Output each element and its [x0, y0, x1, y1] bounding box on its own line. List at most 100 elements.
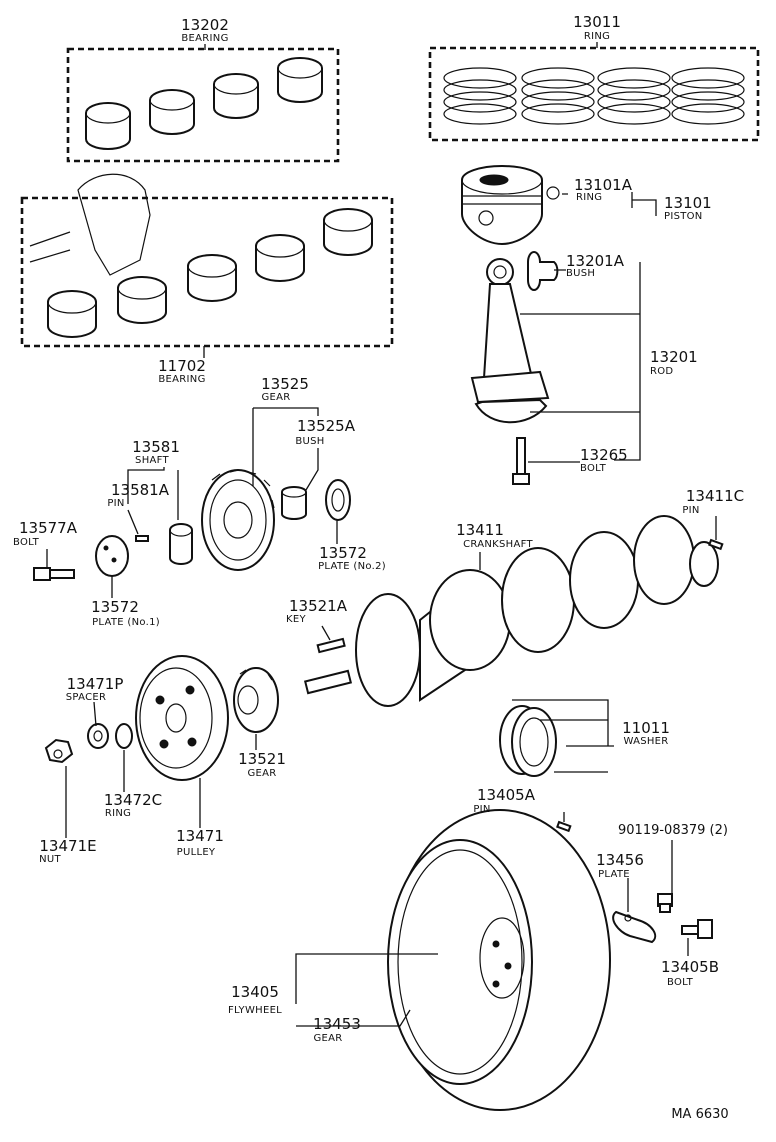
part-number-13453: 13453: [313, 1015, 361, 1033]
bearing-shell-icon: [47, 290, 97, 338]
part-name-13405B: BOLT: [667, 977, 694, 988]
ring-set-icon: [443, 67, 517, 125]
bearing-shell-icon: [117, 276, 167, 324]
main-bearing-group: [20, 173, 394, 348]
crank-pin-icon: [708, 538, 724, 551]
part-name-13472C: RING: [105, 808, 131, 819]
part-name-13577A: BOLT: [13, 537, 40, 548]
part-number-13411C: 13411C: [686, 487, 744, 505]
part-number-11011: 11011: [622, 719, 670, 737]
part-name-13471: PULLEY: [177, 847, 216, 858]
plate-bolt-icon: [33, 567, 75, 581]
crankshaft-icon: [303, 515, 719, 707]
flywheel-bolt-icon: [681, 919, 713, 939]
crank-pulley-icon: [135, 655, 229, 781]
rod-bolt-icon: [512, 437, 530, 485]
part-number-11702: 11702: [158, 357, 206, 375]
bearing-shell-icon: [149, 89, 195, 135]
ring-set-icon: [671, 67, 745, 125]
part-number-13525A: 13525A: [297, 417, 356, 435]
bearing-shell-icon: [213, 73, 259, 119]
part-number-13201: 13201: [650, 348, 698, 366]
part-name-13411: CRANKSHAFT: [463, 539, 533, 550]
part-number-13521A: 13521A: [289, 597, 348, 615]
part-number-13471P: 13471P: [67, 675, 124, 693]
part-number-13405B: 13405B: [661, 958, 719, 976]
part-name-13202: BEARING: [181, 33, 228, 44]
part-name-13405: FLYWHEEL: [228, 1005, 282, 1016]
part-number-13411: 13411: [456, 521, 504, 539]
part-name-13471E: NUT: [39, 854, 61, 865]
part-name-13101A: RING: [576, 192, 602, 203]
connecting-rod-icon: [470, 258, 550, 424]
crank-gear-icon: [233, 667, 279, 733]
part-name-13453: GEAR: [313, 1033, 342, 1044]
small-end-bush-icon: [527, 251, 559, 291]
gear-bush-icon: [281, 486, 307, 520]
part-number-13471E: 13471E: [39, 837, 96, 855]
bearing-shell-icon: [255, 234, 305, 282]
part-name-13101: PISTON: [664, 211, 703, 222]
part-name-11011: WASHER: [623, 736, 668, 747]
ring-set-icon: [597, 67, 671, 125]
thrust-plate-2-icon: [325, 479, 351, 521]
part-name-13525A: BUSH: [295, 436, 324, 447]
bearing-shell-icon: [187, 254, 237, 302]
piston-pin-ring-icon: [546, 186, 560, 200]
part-name-13521A: KEY: [286, 614, 306, 625]
part-number-13572-no2: 13572: [319, 544, 367, 562]
part-name-13572-no2: PLATE (No.2): [318, 561, 386, 572]
bearing-shell-icon: [85, 102, 131, 150]
part-number-13572-no1: 13572: [91, 598, 139, 616]
part-name-13572-no1: PLATE (No.1): [92, 617, 160, 628]
part-name-13405A: PIN: [473, 804, 490, 815]
idler-shaft-icon: [169, 523, 193, 565]
crankshaft-ghost-icon: [29, 173, 151, 276]
plate-bolt-icon: [657, 893, 673, 913]
part-number-90119-08379: 90119-08379 (2): [618, 823, 728, 838]
part-name-13011: RING: [584, 31, 610, 42]
pulley-spacer-icon: [87, 723, 109, 749]
part-name-13201: ROD: [650, 366, 673, 377]
piston-ring-group: [428, 46, 760, 142]
part-number-13577A: 13577A: [19, 519, 78, 537]
pulley-nut-icon: [44, 738, 74, 764]
part-number-13201A: 13201A: [566, 252, 625, 270]
part-number-13011: 13011: [573, 13, 621, 31]
bearing-shell-icon: [323, 208, 373, 256]
part-number-13471: 13471: [176, 827, 224, 845]
part-name-11702: BEARING: [158, 374, 205, 385]
part-number-13581: 13581: [132, 438, 180, 456]
part-number-13202: 13202: [181, 16, 229, 34]
part-name-13525: GEAR: [261, 392, 290, 403]
leader-lines: [46, 42, 717, 1027]
thrust-washer-icon: [499, 705, 557, 777]
bearing-shell-icon: [277, 57, 323, 103]
part-name-13581: SHAFT: [135, 455, 169, 466]
part-number-13521: 13521: [238, 750, 286, 768]
shaft-pin-icon: [135, 535, 149, 542]
part-number-13472C: 13472C: [104, 791, 162, 809]
flywheel-pin-icon: [556, 820, 572, 833]
part-number-13265: 13265: [580, 446, 628, 464]
flywheel-icon: [387, 809, 611, 1111]
part-name-13411C: PIN: [682, 505, 699, 516]
diagram-code: MA 6630: [671, 1107, 728, 1122]
part-name-13521: GEAR: [247, 768, 276, 779]
part-number-13405: 13405: [231, 983, 279, 1001]
part-name-13265: BOLT: [580, 463, 607, 474]
part-name-13581A: PIN: [107, 498, 124, 509]
part-number-13101: 13101: [664, 194, 712, 212]
part-name-13456: PLATE: [598, 869, 630, 880]
pulley-key-icon: [316, 637, 346, 654]
thrust-plate-1-icon: [95, 535, 129, 577]
part-number-13456: 13456: [596, 851, 644, 869]
part-number-13101A: 13101A: [574, 176, 633, 194]
piston-icon: [461, 165, 543, 246]
part-number-13581A: 13581A: [111, 481, 170, 499]
idler-gear-icon: [201, 469, 275, 571]
part-name-13471P: SPACER: [66, 692, 106, 703]
lock-plate-icon: [612, 910, 657, 944]
